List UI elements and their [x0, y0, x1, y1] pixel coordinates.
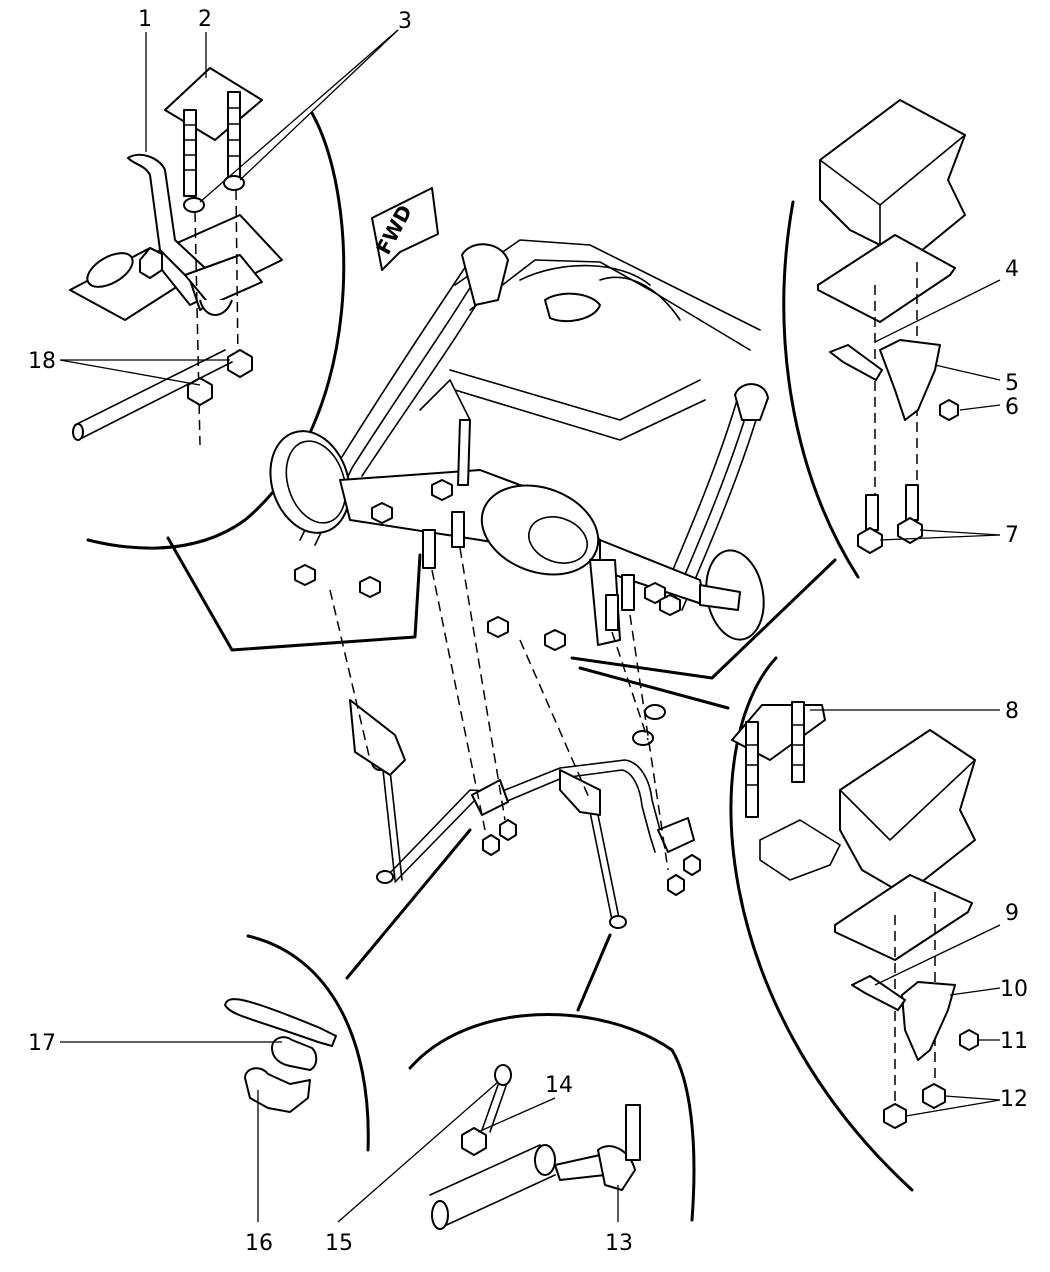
leader-lines: [59, 29, 1001, 1223]
callout-15: 15: [325, 1231, 353, 1256]
callout-2: 2: [198, 7, 212, 32]
detail-circle-top-right: [782, 200, 860, 579]
fwd-arrow: [371, 187, 439, 271]
callout-6: 6: [1005, 395, 1019, 420]
callout-3: 3: [398, 9, 412, 34]
detail-pointer-bottom-left: [345, 828, 472, 980]
top-right-detail-parts: [817, 99, 966, 554]
callout-11: 11: [1000, 1029, 1028, 1054]
callout-4: 4: [1005, 257, 1019, 282]
detail-pointer-bottom-center: [576, 933, 612, 1012]
detail-circle-mid-right: [729, 656, 914, 1192]
callout-12: 12: [1000, 1087, 1028, 1112]
callout-9: 9: [1005, 901, 1019, 926]
callout-10: 10: [1000, 977, 1028, 1002]
top-left-detail-parts: [69, 67, 283, 446]
bottom-center-detail-parts: [429, 1064, 641, 1230]
detail-circle-bottom-center: [408, 1013, 696, 1222]
callout-7: 7: [1005, 523, 1019, 548]
mid-right-detail-parts: [731, 701, 979, 1129]
main-axle-assembly: [269, 187, 769, 929]
detail-pointer-top-right: [570, 558, 837, 680]
detail-pointer-top-left: [166, 536, 422, 652]
callout-1: 1: [138, 7, 152, 32]
callout-5: 5: [1005, 371, 1019, 396]
callout-14: 14: [545, 1073, 573, 1098]
callout-13: 13: [605, 1231, 633, 1256]
callout-17: 17: [28, 1031, 56, 1056]
callout-16: 16: [245, 1231, 273, 1256]
detail-pointer-mid-right: [578, 666, 730, 710]
detail-circle-bottom-left: [246, 934, 370, 1152]
callout-18: 18: [28, 349, 56, 374]
callout-8: 8: [1005, 699, 1019, 724]
bottom-left-detail-parts: [224, 998, 337, 1113]
